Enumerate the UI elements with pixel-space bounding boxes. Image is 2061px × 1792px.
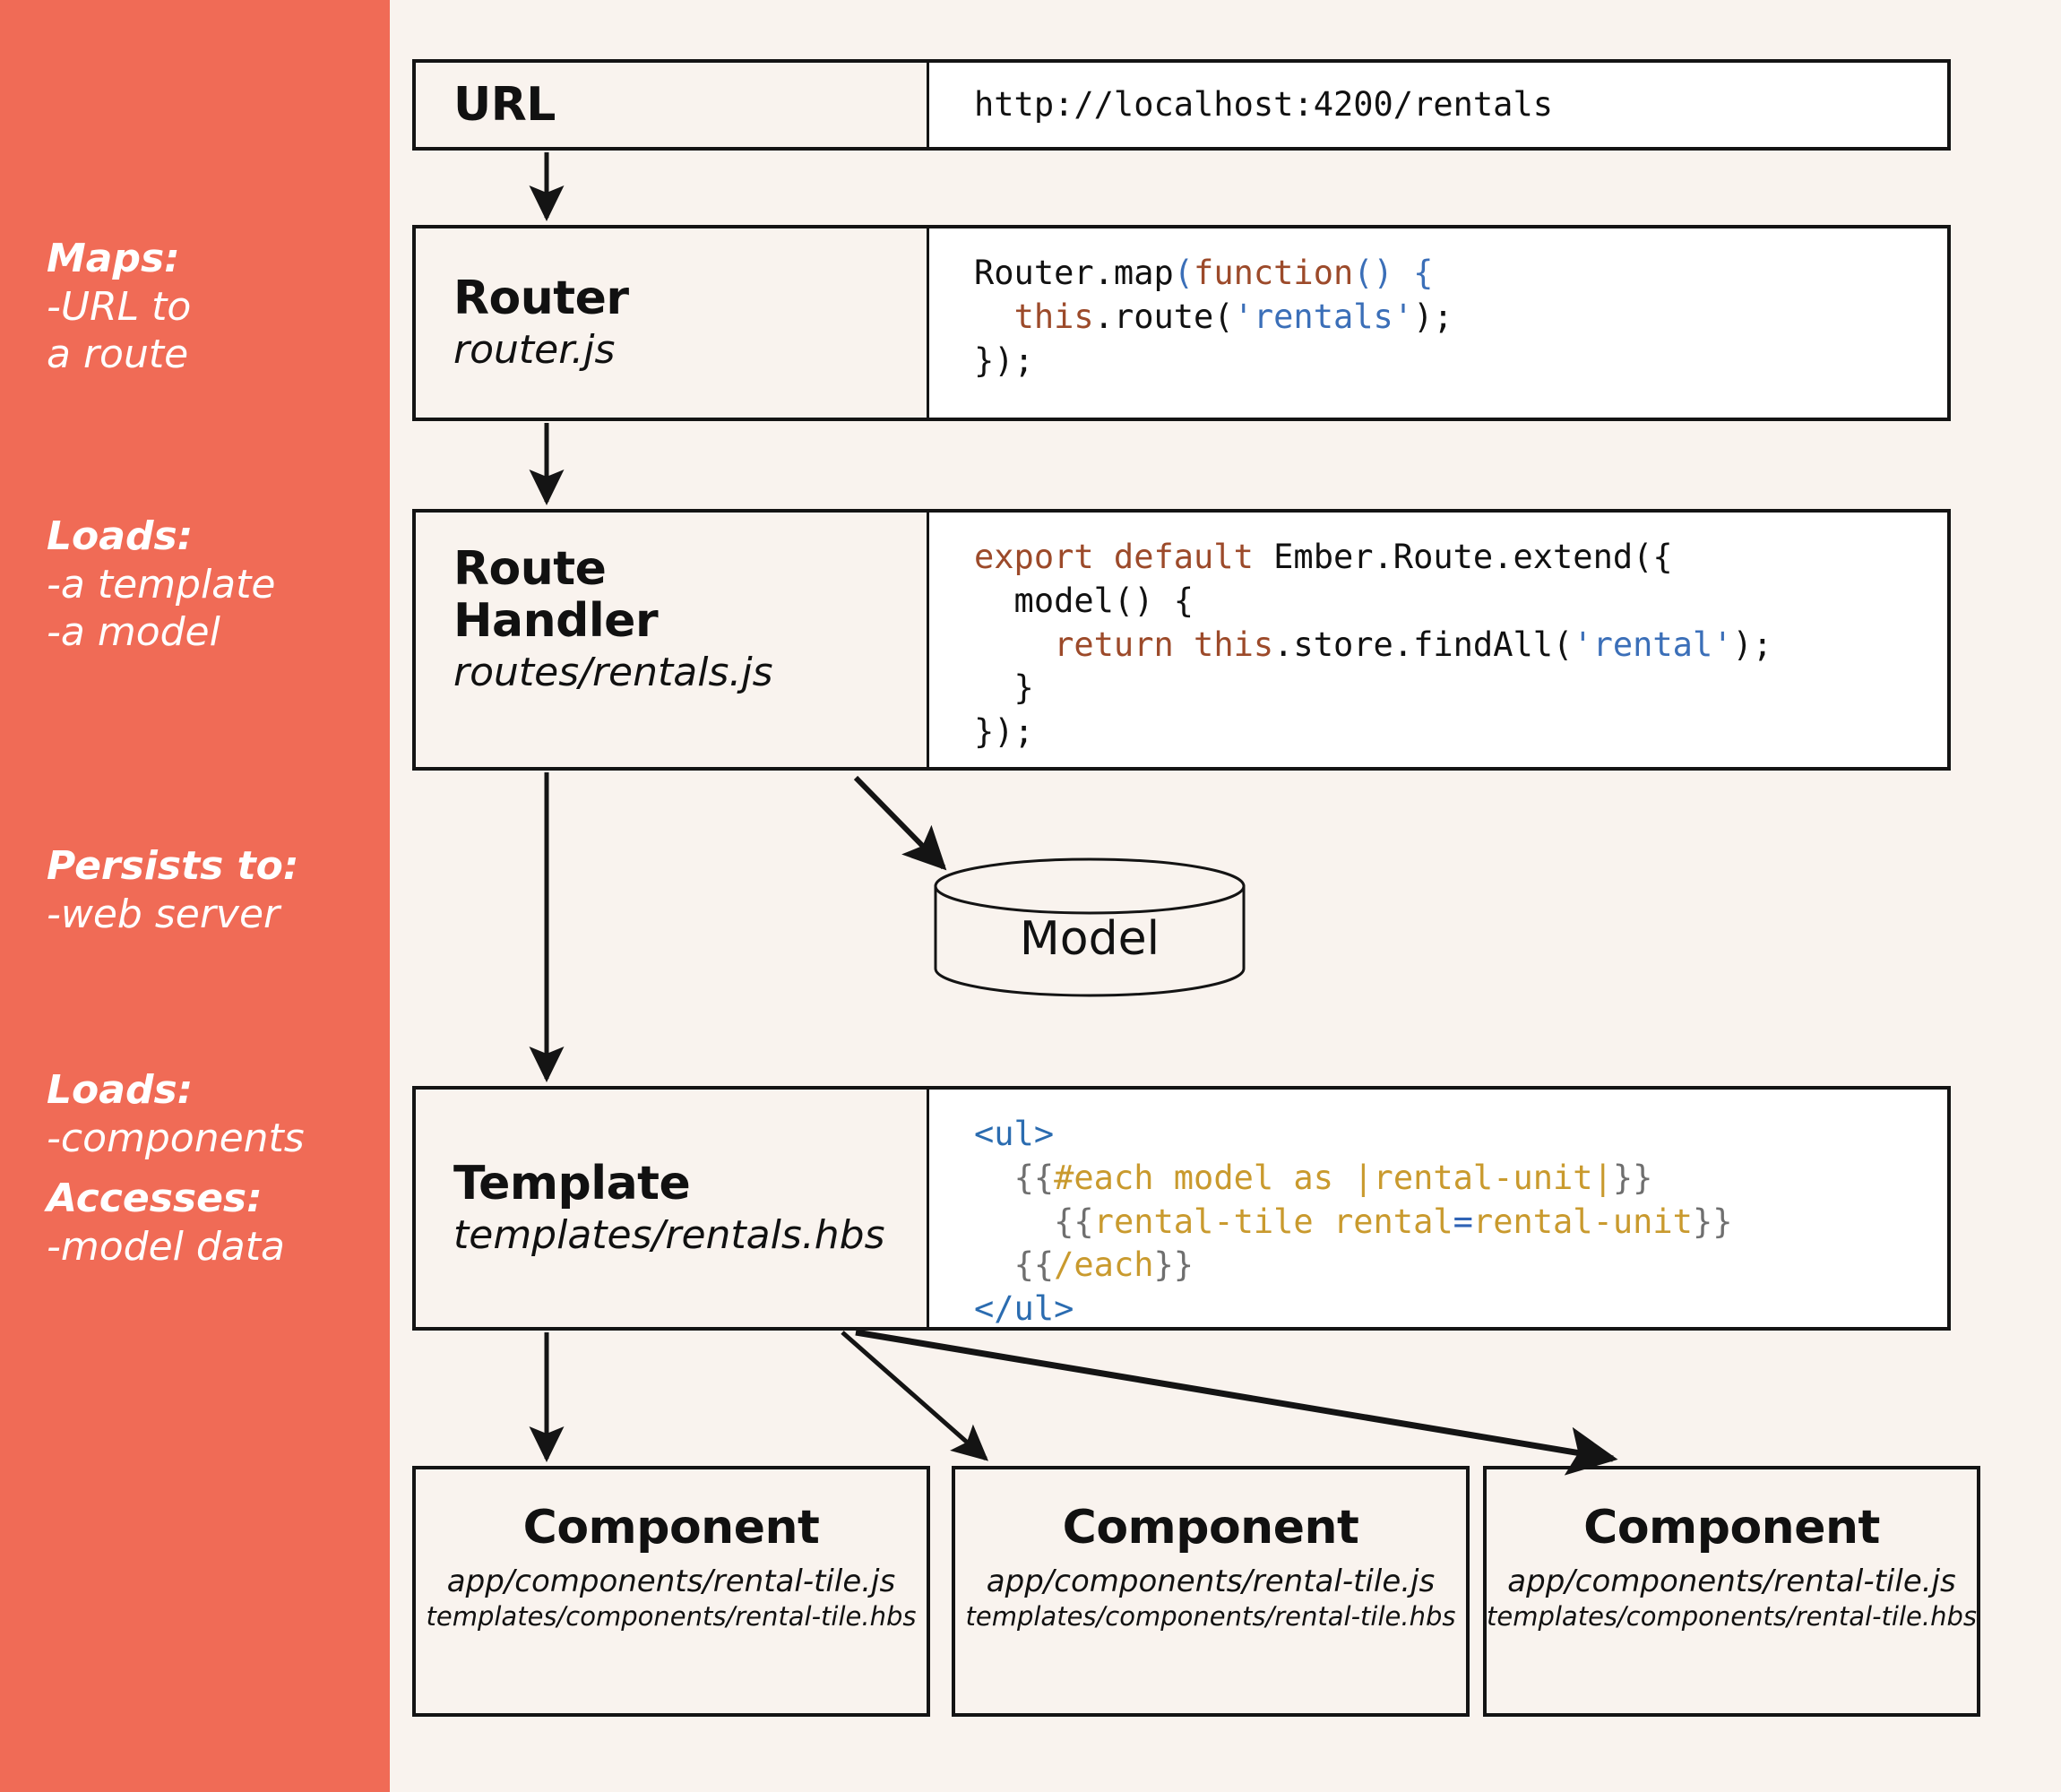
component-js-path: app/components/rental-tile.js: [446, 1563, 896, 1599]
template-box-code: <ul> {{#each model as |rental-unit|}} {{…: [929, 1090, 1947, 1327]
route-handler-box: Route Handler routes/rentals.js export d…: [412, 509, 1951, 771]
sidebar-note-heading: Loads:: [47, 513, 194, 559]
route-handler-box-filename: routes/rentals.js: [453, 650, 773, 696]
component-box-2: Component app/components/rental-tile.js …: [952, 1466, 1470, 1717]
component-title: Component: [522, 1501, 820, 1555]
component-box-1: Component app/components/rental-tile.js …: [412, 1466, 930, 1717]
sidebar-note-line: -a template: [47, 561, 276, 607]
url-box-label: URL: [416, 63, 929, 147]
component-js-path: app/components/rental-tile.js: [1507, 1563, 1956, 1599]
sidebar-note-heading: Accesses:: [47, 1176, 263, 1222]
sidebar-note-line: -a model: [47, 609, 220, 656]
router-box-code: Router.map(function() { this.route('rent…: [929, 228, 1947, 418]
route-handler-box-title-line2: Handler: [453, 594, 659, 649]
arrow-route-handler-to-model: [853, 775, 947, 871]
component-hbs-path: templates/components/rental-tile.hbs: [1487, 1600, 1977, 1632]
sidebar-note-line: -web server: [47, 891, 280, 937]
sidebar-note-line: -URL to: [47, 283, 192, 330]
sidebar-note-maps: Maps: -URL to a route: [47, 235, 387, 379]
template-box-filename: templates/rentals.hbs: [453, 1212, 885, 1259]
route-handler-box-title-line1: Route: [453, 542, 607, 596]
route-handler-box-label: Route Handler routes/rentals.js: [416, 513, 929, 767]
url-box-code: http://localhost:4200/rentals: [929, 63, 1947, 147]
sidebar-annotations-panel: Maps: -URL to a route Loads: -a template…: [0, 0, 390, 1792]
arrow-template-to-component-2: [841, 1331, 989, 1461]
template-box: Template templates/rentals.hbs <ul> {{#e…: [412, 1086, 1951, 1331]
sidebar-note-heading: Maps:: [47, 236, 180, 281]
component-js-path: app/components/rental-tile.js: [986, 1563, 1436, 1599]
template-box-label: Template templates/rentals.hbs: [416, 1090, 929, 1327]
sidebar-note-persists: Persists to: -web server: [47, 842, 387, 938]
router-box-label: Router router.js: [416, 228, 929, 418]
component-hbs-path: templates/components/rental-tile.hbs: [965, 1600, 1456, 1632]
router-box-filename: router.js: [453, 327, 616, 374]
template-box-title: Template: [453, 1157, 691, 1211]
component-title: Component: [1062, 1501, 1359, 1555]
router-box: Router router.js Router.map(function() {…: [412, 225, 1951, 421]
route-handler-box-code: export default Ember.Route.extend({ mode…: [929, 513, 1947, 767]
component-box-3: Component app/components/rental-tile.js …: [1483, 1466, 1980, 1717]
router-box-title: Router: [453, 271, 629, 326]
sidebar-note-line: -components: [47, 1115, 305, 1161]
sidebar-note-loads-template: Loads: -components Accesses: -model data: [47, 1066, 387, 1271]
sidebar-note-loads-route: Loads: -a template -a model: [47, 513, 387, 657]
sidebar-note-heading: Persists to:: [47, 843, 299, 889]
component-hbs-path: templates/components/rental-tile.hbs: [426, 1600, 917, 1632]
sidebar-note-line: a route: [47, 332, 189, 378]
url-value: http://localhost:4200/rentals: [974, 84, 1554, 124]
sidebar-note-line: -model data: [47, 1224, 285, 1271]
arrow-template-to-component-3: [855, 1329, 1618, 1476]
url-box: URL http://localhost:4200/rentals: [412, 59, 1951, 151]
component-title: Component: [1583, 1501, 1880, 1555]
model-datastore-cylinder: [934, 857, 1246, 997]
url-box-title: URL: [453, 77, 556, 132]
sidebar-note-heading: Loads:: [47, 1067, 194, 1113]
spacer: [47, 1162, 387, 1175]
